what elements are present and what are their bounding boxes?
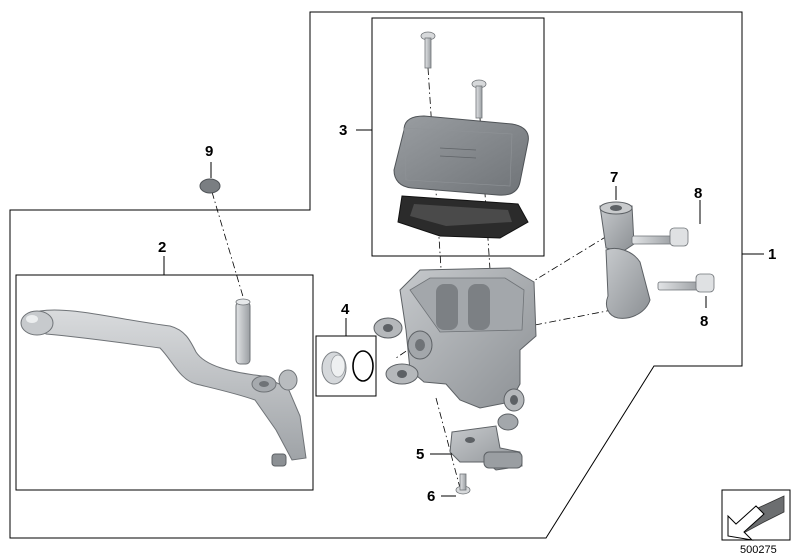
assembly-outline [9,11,743,539]
brake-light-switch [449,425,523,471]
callout-8-lower: 8 [700,313,708,330]
callout-5: 5 [416,446,424,463]
callout-9: 9 [205,143,213,160]
callout-3: 3 [339,122,347,139]
callout-6: 6 [427,488,435,505]
callout-4: 4 [341,301,350,318]
switch-screw [455,473,471,495]
diaphragm-gasket [397,195,529,239]
callout-7: 7 [610,169,618,186]
leader-lines [163,129,764,497]
callout-2: 2 [158,239,166,256]
lever-pin [235,298,251,365]
cap-group-box [371,17,545,257]
arrow-icon [727,505,765,541]
cap-screw-right [471,79,487,119]
direction-badge [721,489,791,541]
cap-screw-left [420,31,436,69]
clamp-bolt-lower [657,273,715,293]
seal-kit [321,350,374,385]
brake-lever [20,309,307,467]
master-cylinder-body [373,267,537,431]
handlebar-clamp [599,201,651,319]
callout-8-upper: 8 [694,185,702,202]
document-number: 500275 [740,544,777,556]
clamp-bolt-upper [631,227,689,247]
reservoir-cap [393,115,529,196]
callout-1: 1 [768,246,776,263]
dust-cap [199,178,221,194]
